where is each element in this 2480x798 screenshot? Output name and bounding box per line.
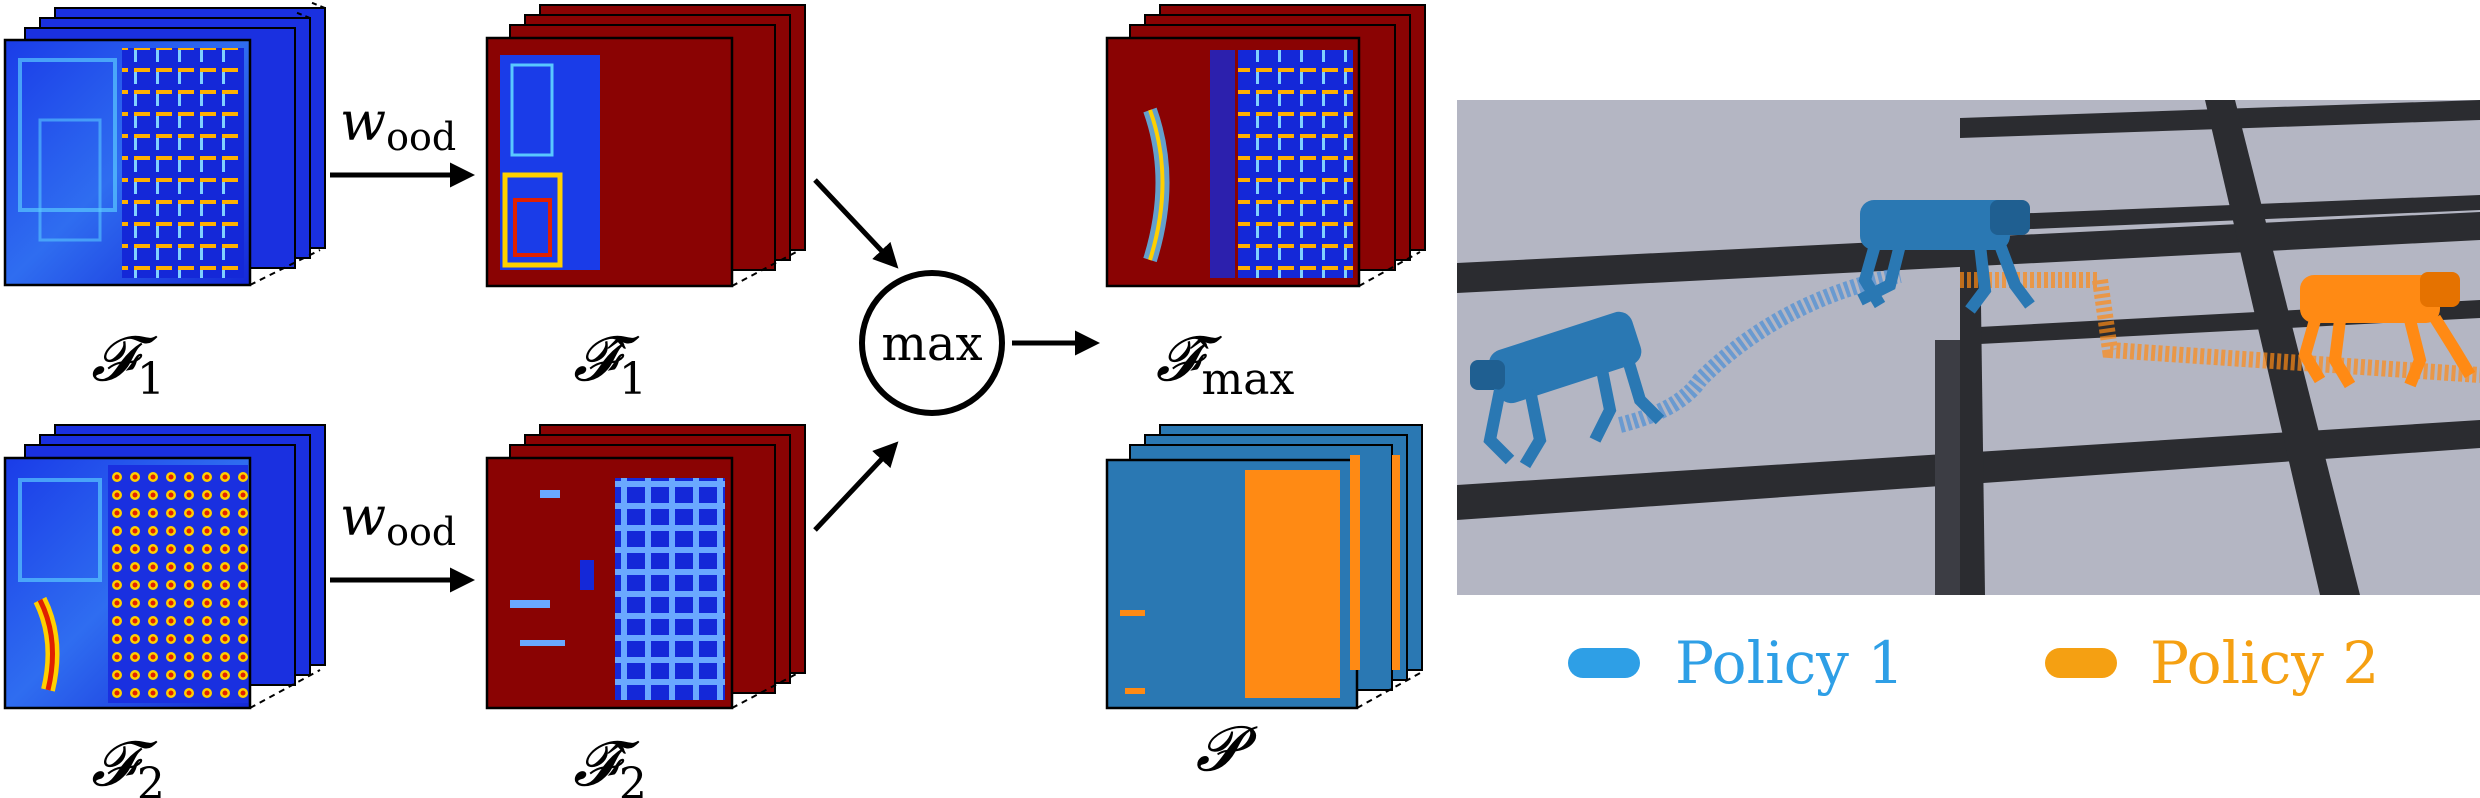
policy-map-p — [1105, 424, 1423, 710]
legend: Policy 1 Policy 2 — [1568, 629, 2379, 697]
legend-label-policy-1: Policy 1 — [1675, 629, 1904, 697]
legend-item-policy-1: Policy 1 — [1568, 629, 1904, 697]
combined-map-fmax — [1105, 4, 1426, 288]
label-wood-bottom: wood — [340, 485, 456, 554]
label-f1: 𝓕1 — [91, 322, 165, 405]
label-f1hat: 𝓕̂1 — [573, 322, 647, 405]
label-p: 𝓟 — [1196, 712, 1258, 785]
simulation-scene — [1457, 100, 2480, 595]
legend-label-policy-2: Policy 2 — [2150, 629, 2379, 697]
label-fmax: 𝓕̂max — [1156, 322, 1295, 405]
legend-swatch-policy-1 — [1568, 648, 1640, 678]
feature-map-f1 — [3, 1, 326, 287]
feature-map-f2 — [3, 424, 326, 710]
arrow-f2hat-to-max — [813, 441, 899, 532]
legend-swatch-policy-2 — [2045, 648, 2117, 678]
robot-orange — [2298, 272, 2476, 389]
legend-item-policy-2: Policy 2 — [2045, 629, 2379, 697]
robot-blue-middle — [1857, 200, 2035, 314]
label-f2: 𝓕2 — [91, 727, 165, 798]
arrow-f1hat-to-max — [813, 178, 899, 269]
max-operator: max — [859, 270, 1005, 416]
robot-blue-left — [1470, 311, 1665, 469]
label-wood-top: wood — [340, 90, 456, 159]
masked-map-f2hat — [485, 424, 806, 710]
label-f2hat: 𝓕̂2 — [573, 727, 647, 798]
max-operator-label: max — [881, 316, 982, 372]
masked-map-f1hat — [485, 4, 806, 288]
